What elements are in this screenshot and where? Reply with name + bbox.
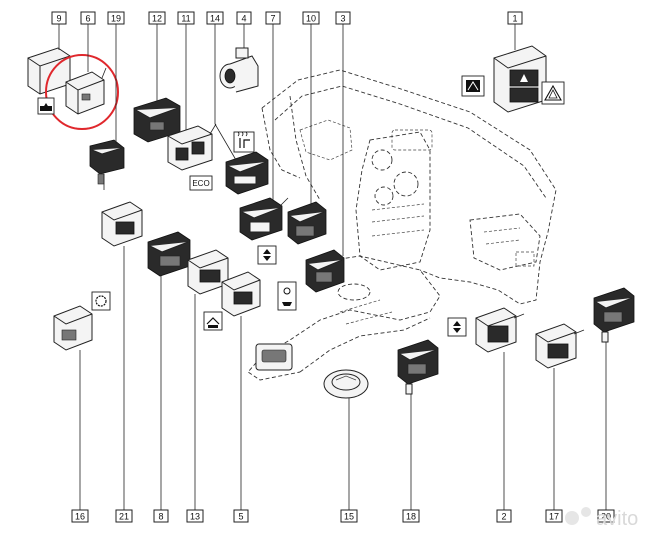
svg-text:19: 19 (111, 14, 121, 24)
eco-label: ECO (192, 179, 209, 188)
svg-text:2: 2 (501, 512, 506, 522)
callout-4: 4 (236, 11, 252, 25)
part-8-switch (147, 231, 191, 277)
svg-text:16: 16 (75, 512, 85, 522)
part-20-switch (593, 287, 635, 343)
height-adjust-icon (257, 245, 277, 265)
part-1-hazard-switch (493, 45, 547, 113)
leader-lines (58, 24, 607, 510)
callout-17: 17 (545, 509, 563, 523)
callout-14: 14 (206, 11, 224, 25)
selected-part-highlight (45, 54, 119, 130)
callout-8: 8 (153, 509, 169, 523)
part-9-switch-panel (27, 47, 71, 95)
part-2-switch (475, 307, 525, 353)
avito-watermark: avito (565, 507, 638, 530)
part-7-switch (239, 197, 289, 241)
callout-16: 16 (71, 509, 89, 523)
hazard-switch-icon (37, 97, 55, 115)
callout-15: 15 (340, 509, 358, 523)
svg-text:9: 9 (56, 14, 61, 24)
part-14-switch (225, 151, 269, 195)
parking-sensor-icon (461, 75, 485, 97)
callout-6: 6 (80, 11, 96, 25)
callout-1: 1 (507, 11, 523, 25)
part-3-switch (305, 249, 345, 293)
part-13-switch (187, 249, 229, 295)
callout-11: 11 (177, 11, 195, 25)
part-12-switch (133, 97, 181, 143)
svg-text:6: 6 (85, 14, 90, 24)
part-19-connector (89, 139, 125, 190)
svg-text:5: 5 (238, 512, 243, 522)
callout-12: 12 (148, 11, 166, 25)
svg-text:12: 12 (152, 14, 162, 24)
svg-text:10: 10 (306, 14, 316, 24)
callout-13: 13 (186, 509, 204, 523)
svg-text:18: 18 (406, 512, 416, 522)
part-6-switch (65, 67, 107, 115)
height-adjust-icon (447, 317, 467, 337)
esp-off-icon (91, 291, 111, 311)
callout-18: 18 (402, 509, 420, 523)
callout-7: 7 (265, 11, 281, 25)
hill-descent-icon (203, 311, 223, 331)
svg-text:20: 20 (601, 512, 611, 522)
part-11-switch (167, 123, 217, 171)
part-5-switch (221, 271, 261, 317)
dashboard-outline (247, 69, 557, 381)
svg-text:14: 14 (210, 14, 220, 24)
part-17-switch (535, 323, 585, 369)
part-21-switch (101, 201, 143, 247)
part-15-disc (323, 369, 369, 399)
console-dash-switch (255, 343, 293, 371)
svg-text:17: 17 (549, 512, 559, 522)
svg-text:7: 7 (270, 14, 275, 24)
svg-text:21: 21 (119, 512, 129, 522)
svg-text:1: 1 (512, 14, 517, 24)
part-10-switch (287, 201, 327, 245)
seat-heater-icon (233, 131, 255, 153)
svg-text:13: 13 (190, 512, 200, 522)
svg-text:3: 3 (340, 14, 345, 24)
hazard-triangle-icon (541, 81, 565, 105)
svg-text:4: 4 (241, 14, 246, 24)
svg-text:11: 11 (181, 14, 190, 24)
callout-21: 21 (115, 509, 133, 523)
callout-10: 10 (302, 11, 320, 25)
eco-mode-icon: ECO (189, 175, 213, 191)
callout-5: 5 (233, 509, 249, 523)
callout-9: 9 (51, 11, 67, 25)
svg-text:8: 8 (158, 512, 163, 522)
callout-19: 19 (107, 11, 125, 25)
svg-text:15: 15 (344, 512, 354, 522)
callout-20: 20 (597, 509, 615, 523)
part-4-sensor (219, 47, 259, 93)
part-16-switch (53, 305, 93, 351)
callout-3: 3 (335, 11, 351, 25)
part-18-switch (397, 339, 439, 395)
watermark-text: avito (596, 508, 638, 530)
callout-2: 2 (496, 509, 512, 523)
car-service-icon (277, 281, 297, 311)
